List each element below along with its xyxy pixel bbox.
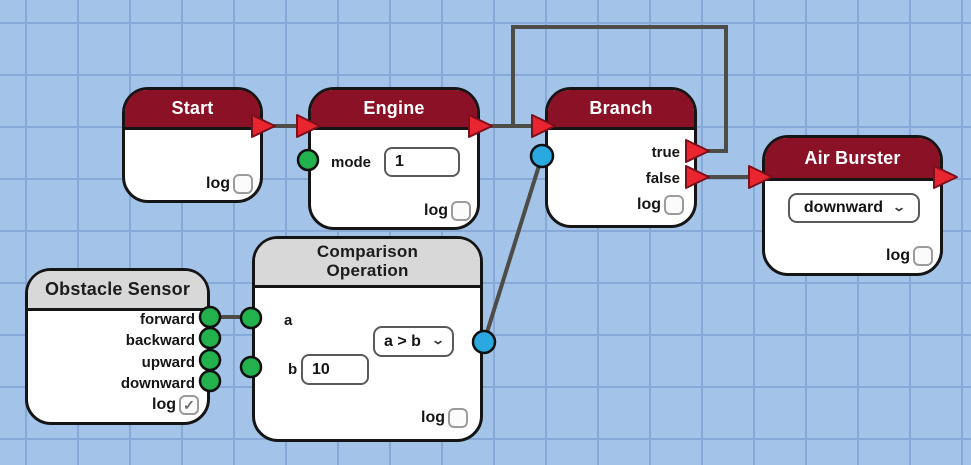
- node-air-burster[interactable]: Air Burster downward ⌄ log: [762, 135, 943, 276]
- obstacle-log-label: log: [152, 396, 176, 413]
- comparison-operator-dropdown[interactable]: a > b ⌄: [373, 326, 454, 357]
- air-burster-direction-value: downward: [803, 199, 884, 216]
- node-air-burster-title: Air Burster: [804, 147, 901, 168]
- node-comparison-title-line2: Operation: [326, 261, 409, 280]
- branch-false-label: false: [645, 170, 680, 187]
- branch-true-label: true: [651, 144, 680, 161]
- air-burster-log-label: log: [886, 247, 910, 264]
- comparison-operator-value: a > b: [384, 332, 421, 350]
- node-engine-title: Engine: [363, 98, 425, 118]
- node-branch[interactable]: Branch true false log: [545, 87, 697, 228]
- node-comparison-header[interactable]: Comparison Operation: [255, 239, 480, 288]
- node-obstacle-sensor-title: Obstacle Sensor: [44, 279, 191, 299]
- obstacle-backward-label: backward: [125, 332, 195, 349]
- chevron-down-icon: ⌄: [892, 199, 907, 214]
- wire-comparison-to-branch[interactable]: [482, 155, 544, 343]
- checkmark-icon: ✓: [183, 397, 195, 413]
- node-branch-title: Branch: [589, 98, 653, 118]
- node-start-title: Start: [171, 98, 214, 118]
- engine-log-checkbox[interactable]: [451, 201, 471, 221]
- comparison-b-input[interactable]: [301, 354, 369, 385]
- node-obstacle-sensor[interactable]: Obstacle Sensor forward backward upward …: [25, 268, 210, 425]
- branch-log-checkbox[interactable]: [664, 195, 684, 215]
- node-comparison-title-line1: Comparison: [316, 242, 419, 262]
- air-burster-log-checkbox[interactable]: [913, 246, 933, 266]
- node-branch-header[interactable]: Branch: [548, 90, 694, 130]
- node-start[interactable]: Start log: [122, 87, 263, 203]
- node-engine[interactable]: Engine mode log: [308, 87, 480, 230]
- start-log-checkbox[interactable]: [233, 174, 253, 194]
- air-burster-direction-dropdown[interactable]: downward ⌄: [788, 193, 920, 223]
- obstacle-downward-label: downward: [120, 375, 195, 392]
- branch-log-label: log: [637, 196, 661, 213]
- node-obstacle-sensor-header[interactable]: Obstacle Sensor: [28, 271, 207, 311]
- obstacle-upward-label: upward: [141, 354, 195, 371]
- obstacle-forward-label: forward: [139, 311, 195, 328]
- node-air-burster-header[interactable]: Air Burster: [765, 138, 940, 181]
- engine-mode-input[interactable]: [384, 147, 461, 177]
- node-start-header[interactable]: Start: [125, 90, 260, 130]
- comparison-log-label: log: [421, 409, 445, 426]
- obstacle-log-checkbox-checked[interactable]: ✓: [179, 395, 199, 415]
- chevron-down-icon: ⌄: [430, 333, 445, 347]
- comparison-a-label: a: [284, 312, 293, 329]
- engine-mode-label: mode: [331, 153, 372, 171]
- start-log-label: log: [206, 175, 230, 192]
- comparison-b-label: b: [288, 361, 298, 378]
- engine-log-label: log: [424, 202, 448, 219]
- comparison-log-checkbox[interactable]: [448, 408, 468, 428]
- node-comparison-operation[interactable]: Comparison Operation a b a > b ⌄ log: [252, 236, 483, 442]
- node-engine-header[interactable]: Engine: [311, 90, 477, 130]
